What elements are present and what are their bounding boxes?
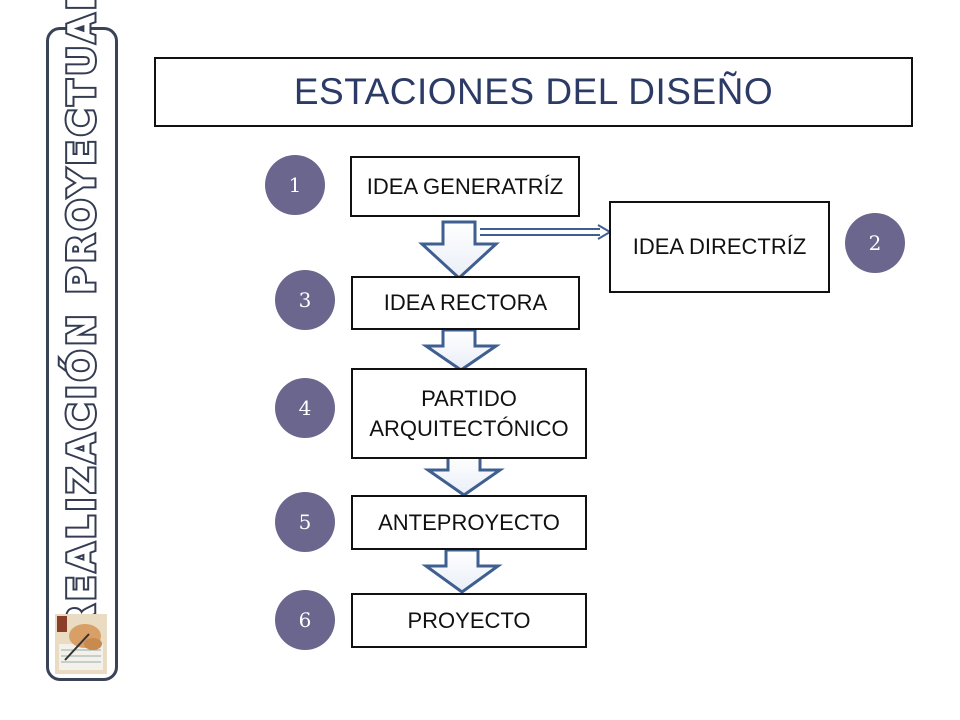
- stage-box-idea-directriz: IDEA DIRECTRÍZ: [609, 201, 830, 293]
- down-arrow-1-3: [418, 220, 500, 281]
- stage-label: PARTIDO ARQUITECTÓNICO: [369, 385, 569, 441]
- down-arrow-4-5: [423, 454, 505, 497]
- stage-box-anteproyecto: ANTEPROYECTO: [351, 495, 587, 550]
- stage-box-partido-arquitectonico: PARTIDO ARQUITECTÓNICO: [351, 368, 587, 459]
- stage-label: IDEA RECTORA: [383, 290, 548, 316]
- stage-number-badge: 3: [275, 270, 335, 330]
- title-box: ESTACIONES DEL DISEÑO: [154, 57, 913, 127]
- stage-box-proyecto: PROYECTO: [351, 593, 587, 648]
- stage-number-badge: 2: [845, 213, 905, 273]
- stage-label: IDEA DIRECTRÍZ: [632, 234, 807, 260]
- drafting-hand-image: [55, 614, 107, 674]
- stage-label: IDEA GENERATRÍZ: [366, 173, 564, 199]
- stage-number-badge: 6: [275, 590, 335, 650]
- stage-label: PROYECTO: [407, 607, 531, 633]
- down-arrow-3-4: [421, 328, 501, 372]
- stage-label: ANTEPROYECTO: [378, 509, 560, 535]
- down-arrow-5-6: [421, 548, 503, 594]
- side-arrow-1-2: [480, 224, 612, 240]
- stage-number-badge: 5: [275, 492, 335, 552]
- stage-number-badge: 1: [265, 155, 325, 215]
- page-title: ESTACIONES DEL DISEÑO: [293, 71, 774, 112]
- stage-box-idea-generatriz: IDEA GENERATRÍZ: [350, 156, 580, 217]
- stage-number-badge: 4: [275, 378, 335, 438]
- side-banner-frame: [46, 27, 118, 681]
- stage-box-idea-rectora: IDEA RECTORA: [351, 276, 580, 330]
